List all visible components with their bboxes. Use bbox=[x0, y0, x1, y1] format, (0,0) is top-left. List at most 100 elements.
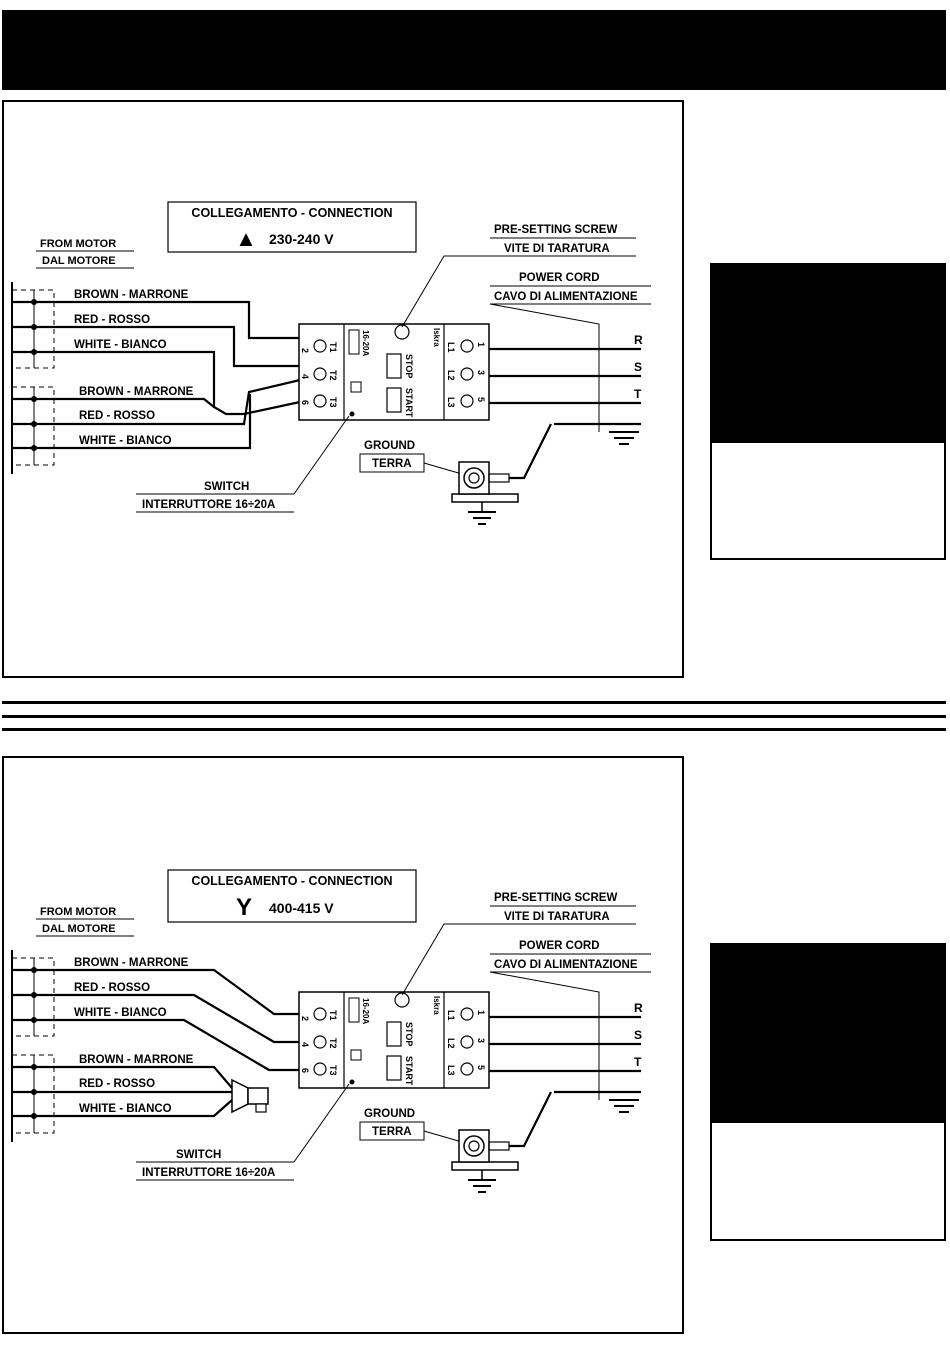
svg-text:1: 1 bbox=[476, 1010, 486, 1015]
motor-switch: 2 4 6 T1 T2 T3 16-20A STOP START Iskra L… bbox=[298, 991, 490, 1089]
svg-text:L3: L3 bbox=[446, 1065, 456, 1076]
svg-text:6: 6 bbox=[300, 1068, 310, 1073]
power-lines bbox=[489, 1015, 641, 1073]
delta-symbol-icon: ▲ bbox=[235, 226, 257, 251]
side-box-1-header bbox=[712, 265, 944, 443]
vite-di-taratura-label: VITE DI TARATURA bbox=[504, 243, 610, 255]
stop-button bbox=[386, 353, 402, 379]
presetting-screw-label: PRE-SETTING SCREW bbox=[494, 224, 617, 236]
earth-terminal-icon bbox=[451, 461, 519, 525]
wire-label-red-1: RED - ROSSO bbox=[74, 314, 150, 326]
wire-label-brown-2: BROWN - MARRONE bbox=[79, 386, 194, 398]
svg-text:T1: T1 bbox=[328, 1010, 338, 1021]
delta-connection-panel: COLLEGAMENTO - CONNECTION ▲ 230-240 V FR… bbox=[2, 100, 684, 678]
connection-title: COLLEGAMENTO - CONNECTION bbox=[191, 874, 392, 888]
motor-wires bbox=[12, 300, 301, 450]
stop-button bbox=[386, 1021, 402, 1047]
voltage-label: 400-415 V bbox=[269, 900, 334, 916]
svg-text:START: START bbox=[404, 1056, 414, 1086]
svg-text:T2: T2 bbox=[328, 1038, 338, 1049]
ground-label: GROUND bbox=[364, 1108, 415, 1120]
svg-text:2: 2 bbox=[300, 348, 310, 353]
wire-label-brown-1: BROWN - MARRONE bbox=[74, 289, 189, 301]
dal-motore-label: DAL MOTORE bbox=[42, 923, 116, 935]
switch-label: SWITCH bbox=[204, 481, 249, 493]
wire-label-white-2: WHITE - BIANCO bbox=[79, 435, 172, 447]
cavo-alimentazione-label: CAVO DI ALIMENTAZIONE bbox=[494, 959, 638, 971]
wire-label-red-2: RED - ROSSO bbox=[79, 1078, 155, 1090]
svg-text:5: 5 bbox=[476, 1065, 486, 1070]
interruttore-label: INTERRUTTORE 16÷20A bbox=[142, 1167, 275, 1179]
presetting-screw-label: PRE-SETTING SCREW bbox=[494, 892, 617, 904]
power-cord-label: POWER CORD bbox=[519, 940, 600, 952]
svg-text:4: 4 bbox=[300, 374, 310, 379]
ground-symbol-icon bbox=[609, 1099, 639, 1113]
wire-junction-dots bbox=[31, 299, 37, 451]
connection-title-box bbox=[167, 201, 417, 253]
svg-text:STOP: STOP bbox=[404, 354, 414, 378]
interruttore-label: INTERRUTTORE 16÷20A bbox=[142, 499, 275, 511]
svg-text:STOP: STOP bbox=[404, 1022, 414, 1046]
phase-t-label: T bbox=[634, 387, 642, 401]
svg-text:L2: L2 bbox=[446, 1038, 456, 1049]
star-wiring-diagram: COLLEGAMENTO - CONNECTION Y 400-415 V FR… bbox=[11, 869, 651, 1193]
side-box-2-header bbox=[712, 945, 944, 1123]
terra-label: TERRA bbox=[372, 458, 412, 470]
ground-label: GROUND bbox=[364, 440, 415, 452]
svg-text:2: 2 bbox=[300, 1016, 310, 1021]
svg-text:Iskra: Iskra bbox=[432, 996, 441, 1015]
power-cord-label: POWER CORD bbox=[519, 272, 600, 284]
switch-label: SWITCH bbox=[176, 1149, 221, 1161]
svg-text:T2: T2 bbox=[328, 370, 338, 381]
svg-text:4: 4 bbox=[300, 1042, 310, 1047]
phase-s-label: S bbox=[634, 360, 642, 374]
delta-wiring-diagram: COLLEGAMENTO - CONNECTION ▲ 230-240 V FR… bbox=[11, 201, 651, 525]
ground-symbol-icon bbox=[609, 431, 639, 445]
star-connection-panel: COLLEGAMENTO - CONNECTION Y 400-415 V FR… bbox=[2, 756, 684, 1334]
svg-text:Iskra: Iskra bbox=[432, 328, 441, 347]
separator-line-2 bbox=[2, 715, 946, 718]
separator-line-3 bbox=[2, 728, 946, 731]
motor-switch: 2 4 6 T1 T2 T3 16-20A STOP START Iskra L… bbox=[298, 323, 490, 421]
from-motor-label: FROM MOTOR bbox=[40, 238, 116, 250]
separator-line-1 bbox=[2, 701, 946, 704]
connection-title-box bbox=[167, 869, 417, 923]
phase-t-label: T bbox=[634, 1055, 642, 1069]
svg-text:1: 1 bbox=[476, 342, 486, 347]
wire-label-white-1: WHITE - BIANCO bbox=[74, 1007, 167, 1019]
phase-s-label: S bbox=[634, 1028, 642, 1042]
motor-winding-group-2 bbox=[11, 386, 55, 466]
svg-text:T3: T3 bbox=[328, 1065, 338, 1076]
header-bar bbox=[2, 10, 946, 90]
dal-motore-label: DAL MOTORE bbox=[42, 255, 116, 267]
motor-winding-group-1 bbox=[11, 289, 55, 369]
star-symbol-icon: Y bbox=[236, 894, 252, 921]
wire-label-brown-1: BROWN - MARRONE bbox=[74, 957, 189, 969]
svg-text:3: 3 bbox=[476, 370, 486, 375]
svg-text:L1: L1 bbox=[446, 342, 456, 353]
from-motor-label: FROM MOTOR bbox=[40, 906, 116, 918]
earth-terminal-icon bbox=[451, 1129, 519, 1193]
phase-r-label: R bbox=[634, 1001, 643, 1015]
star-bridge-connector-icon bbox=[231, 1078, 269, 1114]
wire-label-brown-2: BROWN - MARRONE bbox=[79, 1054, 194, 1066]
motor-winding-group-1 bbox=[11, 957, 55, 1037]
svg-text:3: 3 bbox=[476, 1038, 486, 1043]
cavo-alimentazione-label: CAVO DI ALIMENTAZIONE bbox=[494, 291, 638, 303]
wire-label-red-2: RED - ROSSO bbox=[79, 410, 155, 422]
wire-label-white-2: WHITE - BIANCO bbox=[79, 1103, 172, 1115]
svg-text:5: 5 bbox=[476, 397, 486, 402]
start-button bbox=[386, 387, 402, 413]
wire-label-white-1: WHITE - BIANCO bbox=[74, 339, 167, 351]
motor-wires bbox=[12, 968, 300, 1118]
connection-title: COLLEGAMENTO - CONNECTION bbox=[191, 206, 392, 220]
presetting-screw-icon bbox=[394, 992, 410, 1008]
phase-r-label: R bbox=[634, 333, 643, 347]
svg-text:L1: L1 bbox=[446, 1010, 456, 1021]
svg-text:L3: L3 bbox=[446, 397, 456, 408]
svg-text:16-20A: 16-20A bbox=[361, 330, 370, 356]
svg-text:L2: L2 bbox=[446, 370, 456, 381]
voltage-label: 230-240 V bbox=[269, 231, 334, 247]
svg-text:T1: T1 bbox=[328, 342, 338, 353]
power-lines bbox=[489, 347, 641, 405]
